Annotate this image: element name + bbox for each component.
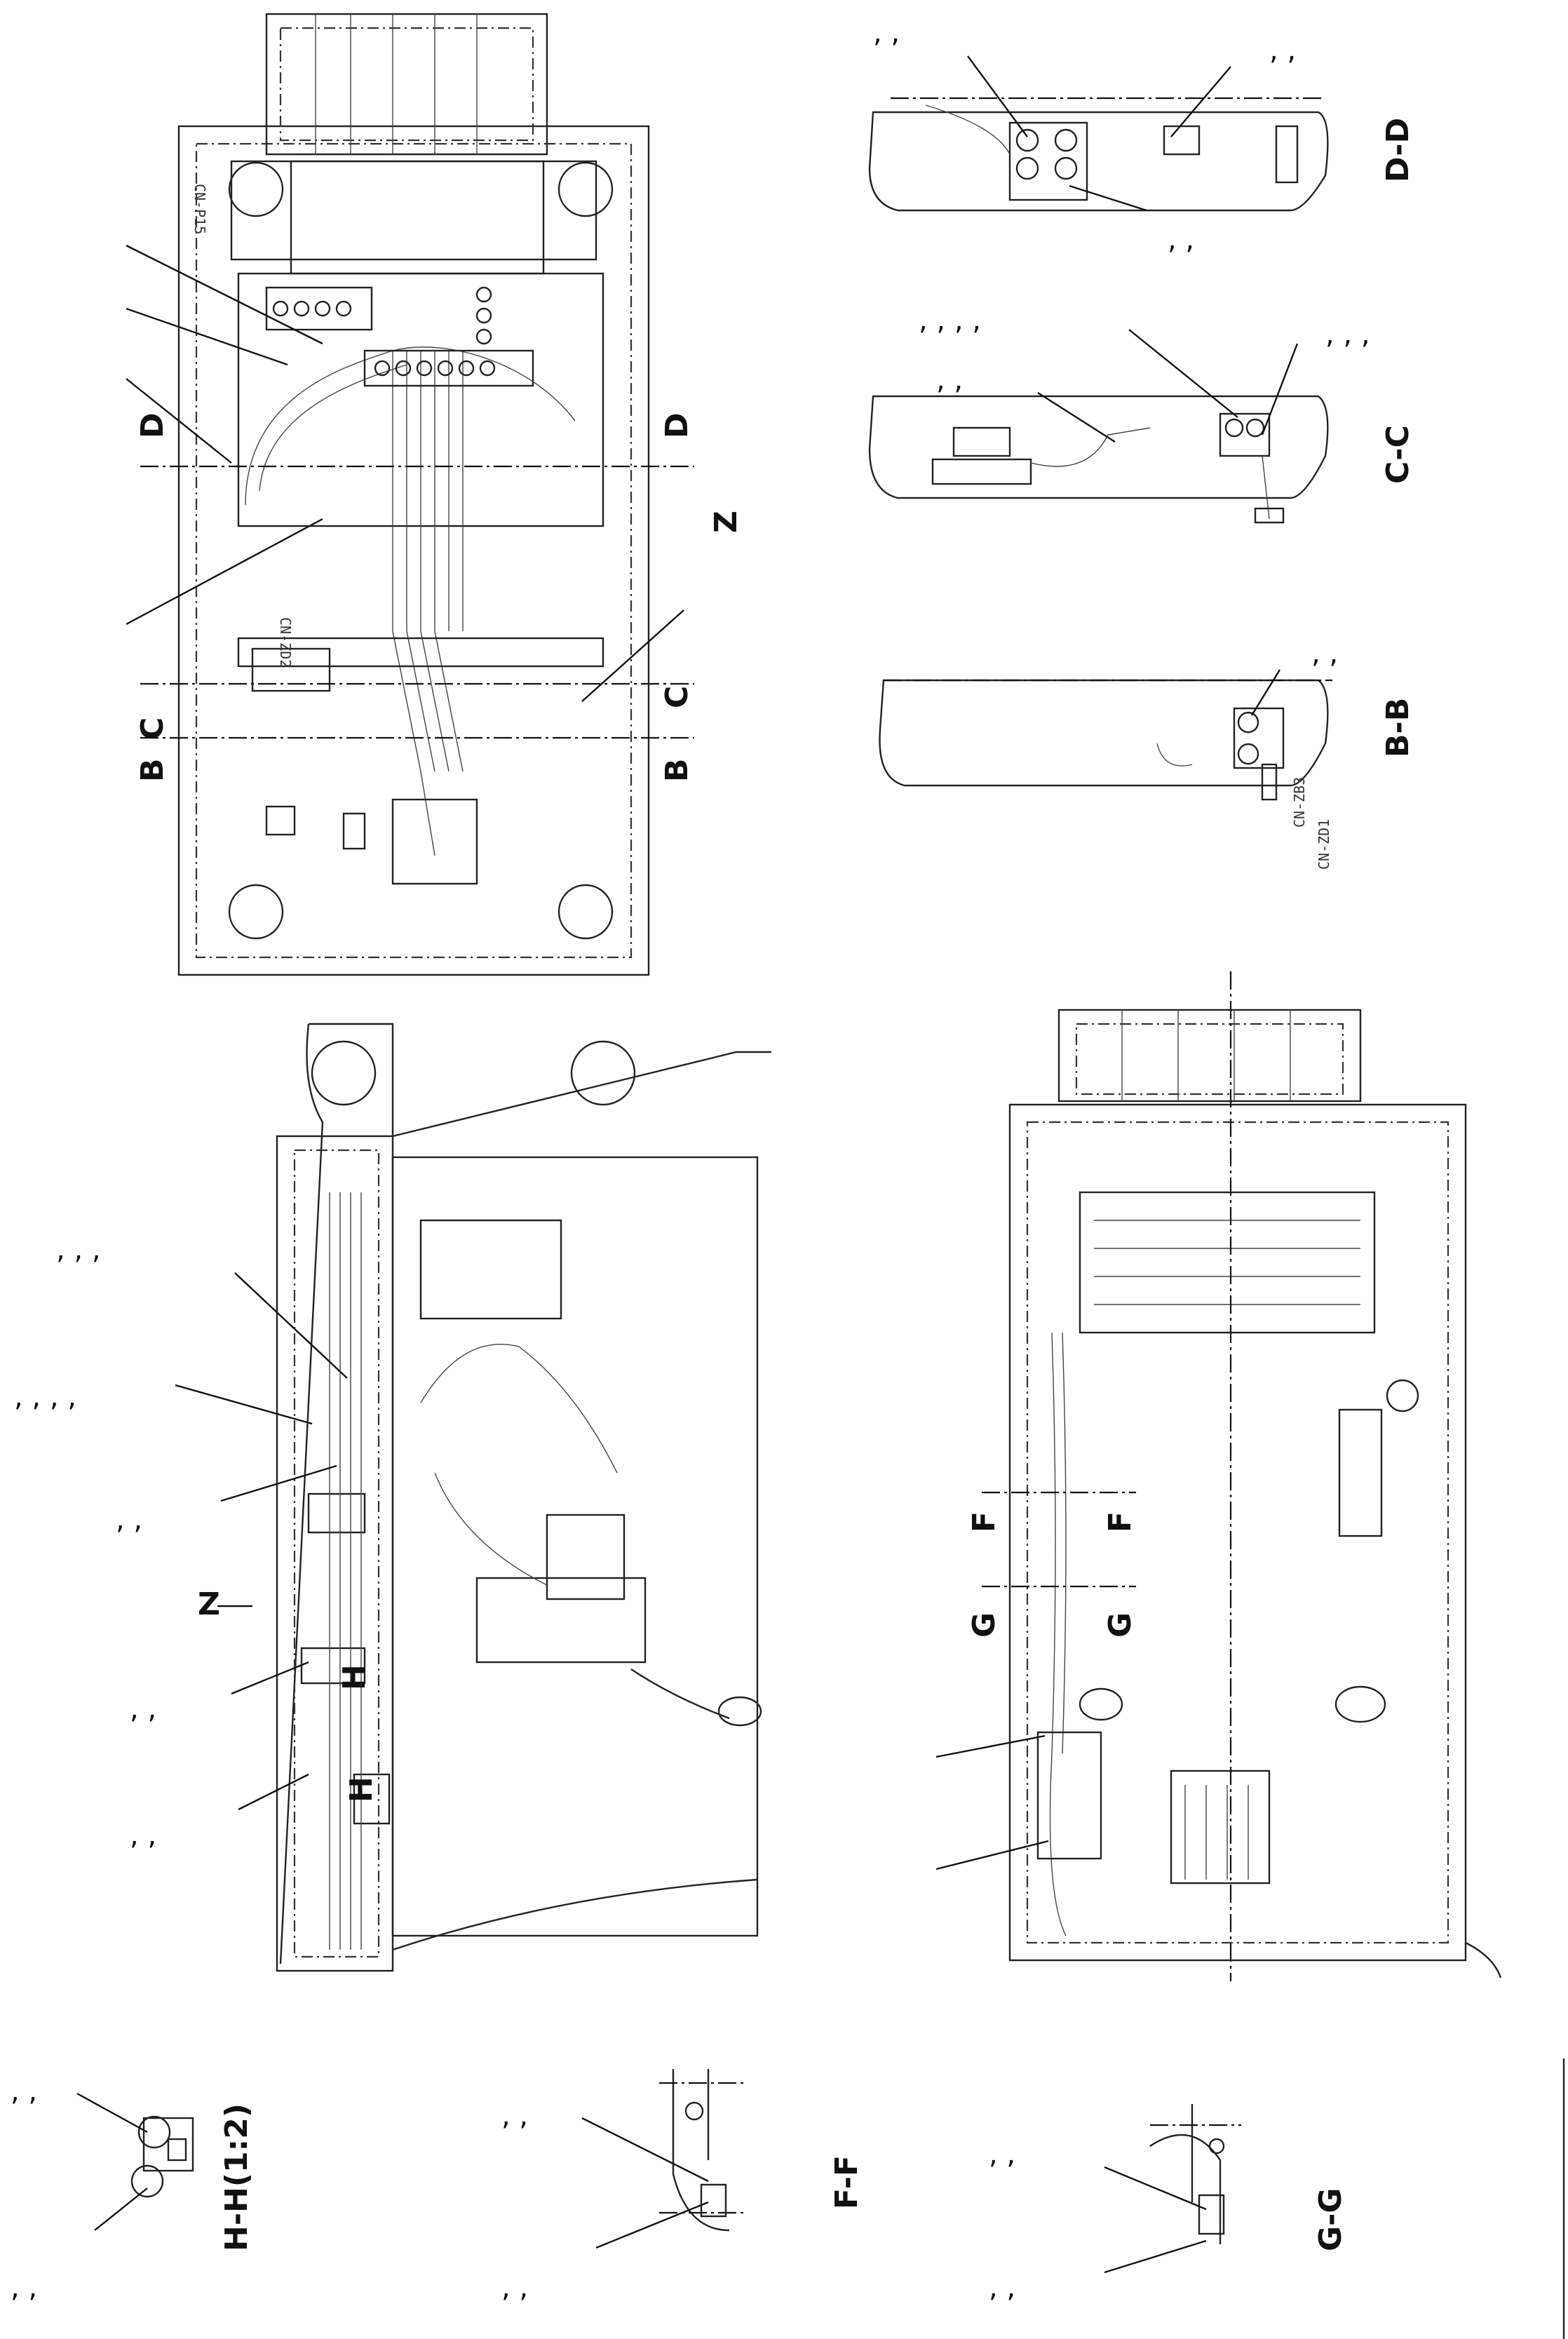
section-d-d: D-D , , , , , , [868,17,1416,256]
section-marker-f: F [966,1511,1002,1532]
section-marker-b: B [135,758,170,782]
section-marker-c: C [659,686,695,708]
callout-commas: , , [1311,638,1338,670]
callout-commas: , , , , [919,304,981,337]
detail-h-h: H-H(1:2) , , , , [11,2075,255,2304]
section-c-c: C-C , , , , , , , , , [868,304,1416,524]
side-view: Z H H , , , , , , , , , , , , , [14,1023,771,1972]
detail-g-g: G-G , , , , [989,2104,1349,2304]
section-marker-g: G [1102,1612,1138,1638]
section-marker-h: H [344,1777,379,1802]
section-marker-d: D [135,412,170,438]
callout-commas: , , [501,2100,528,2132]
callout-commas: , , [1269,34,1296,67]
section-title-gg: G-G [1313,2188,1349,2252]
plan-view-top: CN-P15 CN-ZD2 D D C C B B Z [126,13,744,976]
callout-commas: , , [989,2272,1015,2304]
connector-label: CN-ZD2 [277,617,294,668]
section-marker-d: D [659,412,695,438]
connector-label: CN-P15 [191,184,208,234]
callout-commas: , , [116,1504,142,1536]
section-title-cc: C-C [1380,425,1416,484]
callout-commas: , , [11,2075,37,2108]
callout-commas: , , , [56,1234,101,1266]
valve-ports [272,286,496,377]
callout-commas: , , [130,1693,156,1725]
callout-commas: , , [989,2138,1015,2171]
floor-plan-view: F F G G [935,971,1502,1981]
section-b-b: B-B , , CN-ZB3 CN-ZD1 [879,638,1416,870]
zone-marker-z: Z [708,511,744,533]
callout-commas: , , [501,2272,528,2304]
connector-label: CN-ZD1 [1316,819,1332,870]
zone-marker-z: Z [198,1586,220,1622]
callout-commas: , , [1168,224,1194,256]
section-title-dd: D-D [1380,118,1416,182]
callout-commas: , , [936,364,963,396]
callout-commas: , , [130,1819,156,1852]
section-title-hh: H-H(1:2) [219,2103,255,2251]
section-title-ff: F-F [829,2155,865,2209]
connector-label: CN-ZB3 [1291,777,1308,828]
section-title-bb: B-B [1380,698,1416,757]
section-marker-h: H [337,1664,372,1690]
section-marker-f: F [1102,1511,1138,1532]
callout-commas: , , [11,2272,37,2304]
callout-commas: , , , , [14,1381,76,1413]
section-marker-g: G [966,1612,1002,1638]
section-marker-b: B [659,758,695,782]
callout-commas: , , [873,17,900,49]
callout-commas: , , , [1325,318,1370,351]
detail-f-f: F-F , , , , [501,2069,865,2304]
section-marker-c: C [135,717,170,740]
